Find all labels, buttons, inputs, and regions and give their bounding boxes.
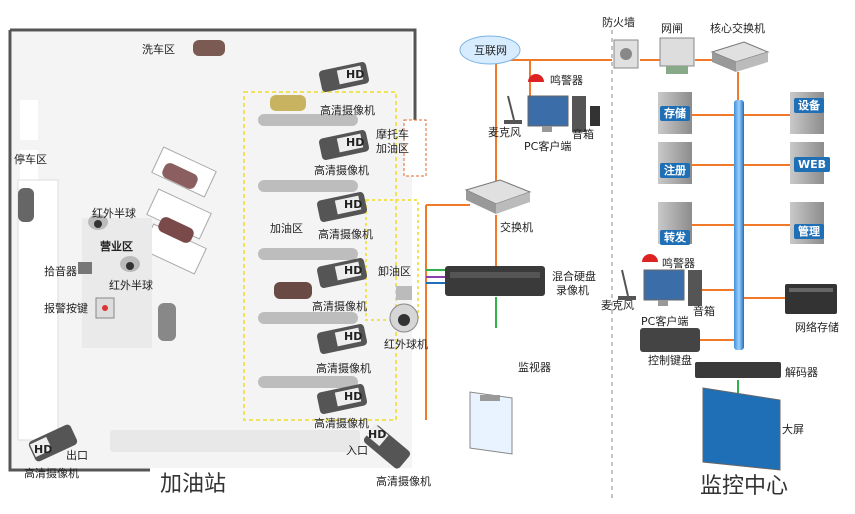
microphone-icon: [504, 95, 522, 124]
forward-tag: 转发: [660, 230, 690, 245]
hd-badge: HD: [344, 198, 363, 211]
microphone-icon: [618, 269, 636, 300]
camera-label: 高清摄像机: [314, 164, 369, 177]
mic-label: 麦克风: [601, 299, 634, 312]
unload-label: 卸油区: [378, 265, 411, 278]
camera-icon: [316, 191, 368, 223]
alarm-button-icon: [95, 297, 115, 319]
alarm-label: 鸣警器: [550, 74, 583, 87]
speaker-icon: [590, 106, 600, 126]
pickup-label: 拾音器: [44, 265, 77, 278]
nvr-icon: [445, 266, 545, 296]
camera-label: 高清摄像机: [316, 362, 371, 375]
network-bus: [734, 100, 744, 350]
dome-camera-icon: [88, 214, 108, 230]
switch-icon: [464, 179, 532, 214]
monitor-label: 监视器: [518, 361, 551, 374]
ir-dome-label: 红外半球: [92, 207, 136, 220]
alarm-siren-icon: [642, 254, 658, 262]
camera-label: 高清摄像机: [312, 300, 367, 313]
gateway-label: 网闸: [661, 22, 683, 35]
camera-label: 高清摄像机: [376, 475, 431, 488]
mic-label: 麦克风: [488, 126, 521, 139]
pc-label: PC客户端: [641, 315, 689, 328]
hd-badge: HD: [344, 390, 363, 403]
ir-dome-label: 红外半球: [109, 279, 153, 292]
firewall-icon: [613, 39, 639, 69]
video-wall-icon: [702, 387, 781, 471]
keyboard-icon: [640, 328, 700, 352]
moto-fuel-label: 摩托车: [376, 128, 409, 141]
pc-monitor-icon: [643, 269, 702, 306]
switch-label: 交换机: [500, 221, 533, 234]
exit-label: 出口: [66, 449, 88, 462]
hd-badge: HD: [346, 68, 365, 81]
speaker-label: 音箱: [693, 305, 715, 318]
camera-label: 高清摄像机: [24, 467, 79, 480]
camera-icon: [316, 383, 368, 415]
pc-monitor-icon: [527, 95, 586, 132]
storage-tag: 存储: [660, 106, 690, 121]
business-label: 营业区: [100, 240, 133, 253]
big-screen-label: 大屏: [782, 423, 804, 436]
fuel-area-label: 加油区: [270, 222, 303, 235]
hd-badge: HD: [346, 136, 365, 149]
alarm-button-label: 报警按键: [44, 302, 88, 315]
car-icons: [18, 40, 312, 341]
monitor-icon: [469, 391, 513, 455]
parking-label: 停车区: [14, 153, 47, 166]
camera-icon: [363, 423, 411, 469]
nvr-label: 混合硬盘: [552, 270, 596, 283]
net-storage-icon: [785, 284, 837, 314]
net-storage-label: 网络存储: [795, 321, 839, 334]
decoder-icon: [695, 362, 781, 378]
core-switch-label: 核心交换机: [710, 22, 765, 35]
hd-badge: HD: [344, 330, 363, 343]
manage-tag: 管理: [794, 224, 824, 239]
speed-dome-icon: [389, 286, 419, 333]
network-devices: [445, 35, 600, 455]
entrance-label: 入口: [346, 444, 368, 457]
gas-station-title: 加油站: [160, 472, 227, 497]
camera-label: 高清摄像机: [318, 228, 373, 241]
camera-label: 高清摄像机: [314, 417, 369, 430]
firewall-label: 防火墙: [602, 16, 635, 29]
moto-fuel-label: 加油区: [376, 142, 409, 155]
network-links: [425, 30, 790, 500]
alarm-siren-icon: [528, 74, 544, 82]
gas-station-area: [8, 28, 427, 472]
hd-badge: HD: [368, 428, 387, 441]
keyboard-label: 控制键盘: [648, 354, 692, 367]
cloud-icon: [459, 35, 521, 65]
web-tag: WEB: [794, 157, 831, 172]
camera-icon: [318, 129, 370, 161]
gateway-icon: [659, 37, 695, 74]
hd-badge: HD: [34, 443, 53, 456]
camera-icon: [316, 323, 368, 355]
core-switch-icon: [710, 41, 770, 72]
camera-icon: [316, 257, 368, 289]
register-tag: 注册: [660, 163, 690, 178]
camera-icon: [28, 424, 78, 462]
monitoring-center-title: 监控中心: [700, 474, 789, 499]
alarm-label: 鸣警器: [662, 257, 695, 270]
car-wash-label: 洗车区: [142, 43, 175, 56]
dome-camera-icon: [120, 256, 140, 272]
pickup-icon: [78, 262, 92, 274]
hd-badge: HD: [344, 264, 363, 277]
decoder-label: 解码器: [785, 366, 818, 379]
camera-label: 高清摄像机: [320, 104, 375, 117]
camera-icon: [318, 61, 370, 93]
device-tag: 设备: [794, 98, 824, 113]
nvr-label: 录像机: [556, 284, 589, 297]
internet-label: 互联网: [474, 44, 507, 57]
pc-label: PC客户端: [524, 140, 572, 153]
ir-ball-label: 红外球机: [384, 338, 428, 351]
hd-camera-icons: [28, 61, 419, 469]
speaker-label: 音箱: [572, 128, 594, 141]
